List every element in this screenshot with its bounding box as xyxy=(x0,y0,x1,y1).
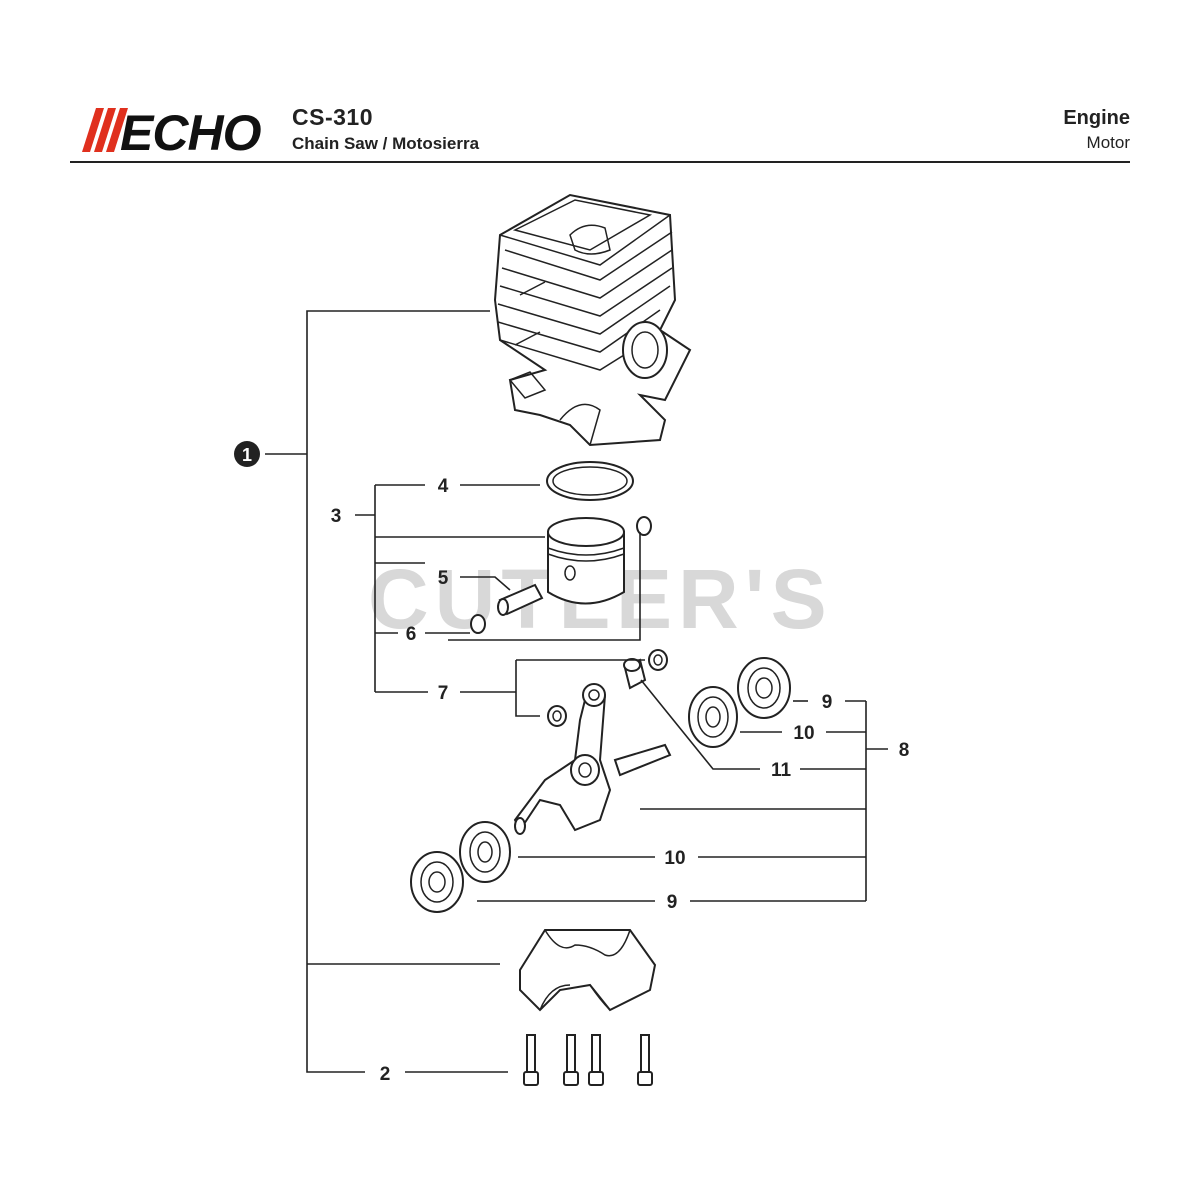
echo-logo: ECHO xyxy=(82,105,263,156)
callout-7[interactable]: 7 xyxy=(438,683,449,704)
product-subtitle: Chain Saw / Motosierra xyxy=(292,134,480,153)
brand-wordmark: ECHO xyxy=(120,105,262,156)
section-title: Engine xyxy=(1063,107,1130,129)
cylinder-part xyxy=(493,193,692,447)
needle-bearing-part xyxy=(547,649,668,727)
callout-2[interactable]: 2 xyxy=(380,1064,391,1085)
circlip-part xyxy=(470,516,652,634)
oil-seal-left-part xyxy=(410,851,464,913)
callout-1-label: 1 xyxy=(242,445,252,465)
model-number: CS-310 xyxy=(292,104,373,130)
callout-11[interactable]: 11 xyxy=(771,760,792,781)
callout-6[interactable]: 6 xyxy=(406,624,417,645)
screws-part xyxy=(523,1034,653,1086)
leader-lines xyxy=(265,310,888,1073)
callout-10-upper[interactable]: 10 xyxy=(793,723,814,744)
oil-seal-right-part xyxy=(737,657,791,719)
crankshaft-part xyxy=(513,683,672,835)
header-rule xyxy=(70,161,1130,163)
callout-9-lower[interactable]: 9 xyxy=(667,892,678,913)
section-title-spanish: Motor xyxy=(1086,133,1130,152)
callout-10-lower[interactable]: 10 xyxy=(664,848,685,869)
callout-4[interactable]: 4 xyxy=(438,476,449,497)
piston-pin-part xyxy=(497,583,544,616)
callout-5[interactable]: 5 xyxy=(438,568,449,589)
piston-ring-part xyxy=(546,461,634,501)
callout-1[interactable]: 1 xyxy=(234,441,260,467)
logo-stripes-icon xyxy=(82,108,128,152)
bearing-right-part xyxy=(688,686,738,748)
callout-9-upper[interactable]: 9 xyxy=(822,692,833,713)
crankcase-part xyxy=(519,929,657,1012)
callout-3[interactable]: 3 xyxy=(331,506,342,527)
bearing-left-part xyxy=(459,821,511,883)
piston-part xyxy=(547,517,625,605)
callout-8[interactable]: 8 xyxy=(899,740,910,761)
page-header: ECHO CS-310 Chain Saw / Motosierra Engin… xyxy=(0,0,1200,170)
